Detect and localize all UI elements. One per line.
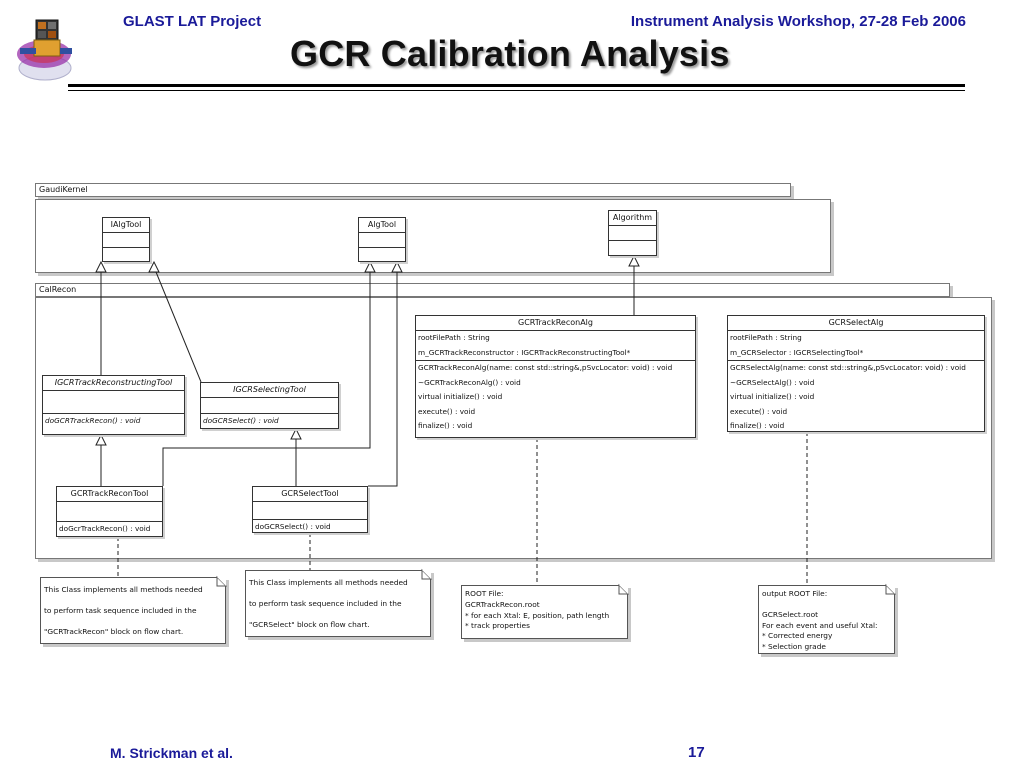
class-operations: doGCRSelect() : void [253,520,367,535]
page-title: GCR Calibration Analysis [290,33,730,74]
class-name: IGCRTrackReconstructingTool [43,376,184,391]
note-line: For each event and useful Xtal: [762,620,878,630]
header-workshop: Instrument Analysis Workshop, 27-28 Feb … [630,13,966,30]
class-attributes [359,233,405,248]
class-operations [609,241,656,255]
class-algorithm[interactable]: Algorithm [608,210,657,256]
attribute: m_GCRSelector : IGCRSelectingTool* [730,347,864,357]
class-ialgtool[interactable]: IAlgTool [102,217,150,262]
class-igcr-track-reconstructing-tool[interactable]: IGCRTrackReconstructingTool doGCRTrackRe… [42,375,185,435]
note-line: GCRTrackRecon.root [465,599,540,609]
class-operations: doGCRSelect() : void [201,414,338,429]
class-name: GCRTrackReconAlg [416,316,695,331]
operation: doGcrTrackRecon() : void [59,524,151,533]
operation: execute() : void [730,406,788,416]
operation: finalize() : void [418,421,473,430]
generalization-arrow [628,254,640,267]
note-track-tool: This Class implements all methods needed… [40,575,228,644]
note-fold-icon [421,568,433,580]
title-rule [68,84,965,87]
note-select-tool: This Class implements all methods needed… [245,568,433,637]
class-gcr-select-tool[interactable]: GCRSelectTool doGCRSelect() : void [252,486,368,533]
operation: execute() : void [418,406,476,416]
note-line: * track properties [465,621,530,631]
class-attributes: rootFilePath : String m_GCRTrackReconstr… [416,331,695,361]
operation: GCRTrackReconAlg(name: const std::string… [418,363,673,372]
note-line: This Class implements all methods needed [249,578,408,587]
note-line: to perform task sequence included in the [44,606,197,615]
class-name: Algorithm [609,211,656,226]
class-gcr-track-recon-tool[interactable]: GCRTrackReconTool doGcrTrackRecon() : vo… [56,486,163,537]
note-line: "GCRTrackRecon" block on flow chart. [44,627,184,636]
note-line: This Class implements all methods needed [44,585,203,594]
class-attributes [57,502,162,522]
class-operations: doGCRTrackRecon() : void [43,414,184,429]
generalization-arrow [290,427,302,440]
class-operations [359,248,405,262]
class-attributes [103,233,149,248]
class-gcr-select-alg[interactable]: GCRSelectAlg rootFilePath : String m_GCR… [727,315,985,432]
generalization-arrow [95,260,107,273]
note-line: * for each Xtal: E, position, path lengt… [465,610,610,620]
operation: GCRSelectAlg(name: const std::string&,pS… [730,363,966,372]
class-name: IGCRSelectingTool [201,383,338,398]
note-line: "GCRSelect" block on flow chart. [249,620,370,629]
note-select-alg: output ROOT File: GCRSelect.root For eac… [758,583,897,654]
class-name: GCRTrackReconTool [57,487,162,502]
note-line [762,600,891,611]
operation: ~GCRSelectAlg() : void [730,377,815,387]
note-line: to perform task sequence included in the [249,599,402,608]
note-line: ROOT File: [465,589,504,598]
package-body-gaudikernel [35,199,831,273]
note-line: GCRSelect.root [762,610,818,620]
operation: doGCRSelect() : void [255,522,331,531]
operation: ~GCRTrackReconAlg() : void [418,377,521,387]
class-operations: GCRSelectAlg(name: const std::string&,pS… [728,361,984,434]
class-algtool[interactable]: AlgTool [358,217,406,262]
package-tab-calrecon: CalRecon [35,283,950,297]
generalization-arrow [391,260,403,273]
note-track-alg: ROOT File: GCRTrackRecon.root * for each… [461,583,630,639]
header-project: GLAST LAT Project [123,13,262,30]
class-attributes [43,391,184,414]
attribute: rootFilePath : String [418,333,490,342]
footer-author: M. Strickman et al. [110,745,233,761]
operation: doGCRSelect() : void [203,416,279,425]
class-attributes [201,398,338,414]
attribute: rootFilePath : String [730,333,802,342]
note-fold-icon [618,583,630,595]
operation: virtual initialize() : void [730,392,815,401]
class-operations: GCRTrackReconAlg(name: const std::string… [416,361,695,434]
note-line: * Corrected energy [762,631,833,641]
logo [12,14,72,84]
class-gcr-track-recon-alg[interactable]: GCRTrackReconAlg rootFilePath : String m… [415,315,696,438]
class-attributes [609,226,656,241]
class-name: AlgTool [359,218,405,233]
note-line: output ROOT File: [762,589,828,598]
class-operations [103,248,149,262]
class-name: GCRSelectTool [253,487,367,502]
operation: doGCRTrackRecon() : void [45,416,141,425]
package-tab-gaudikernel: GaudiKernel [35,183,791,197]
page-number: 17 [688,744,705,761]
operation: finalize() : void [730,421,785,430]
note-fold-icon [216,575,228,587]
glast-satellite-logo-icon [17,19,72,81]
operation: virtual initialize() : void [418,392,503,401]
class-operations: doGcrTrackRecon() : void [57,522,162,537]
class-name: IAlgTool [103,218,149,233]
class-igcr-selecting-tool[interactable]: IGCRSelectingTool doGCRSelect() : void [200,382,339,429]
class-attributes: rootFilePath : String m_GCRSelector : IG… [728,331,984,361]
generalization-arrow [148,260,160,273]
note-line: * Selection grade [762,641,826,651]
generalization-arrow [95,433,107,446]
title-rule-thin [68,90,965,91]
generalization-arrow [364,260,376,273]
attribute: m_GCRTrackReconstructor : IGCRTrackRecon… [418,347,631,357]
note-fold-icon [885,583,897,595]
class-name: GCRSelectAlg [728,316,984,331]
class-attributes [253,502,367,520]
